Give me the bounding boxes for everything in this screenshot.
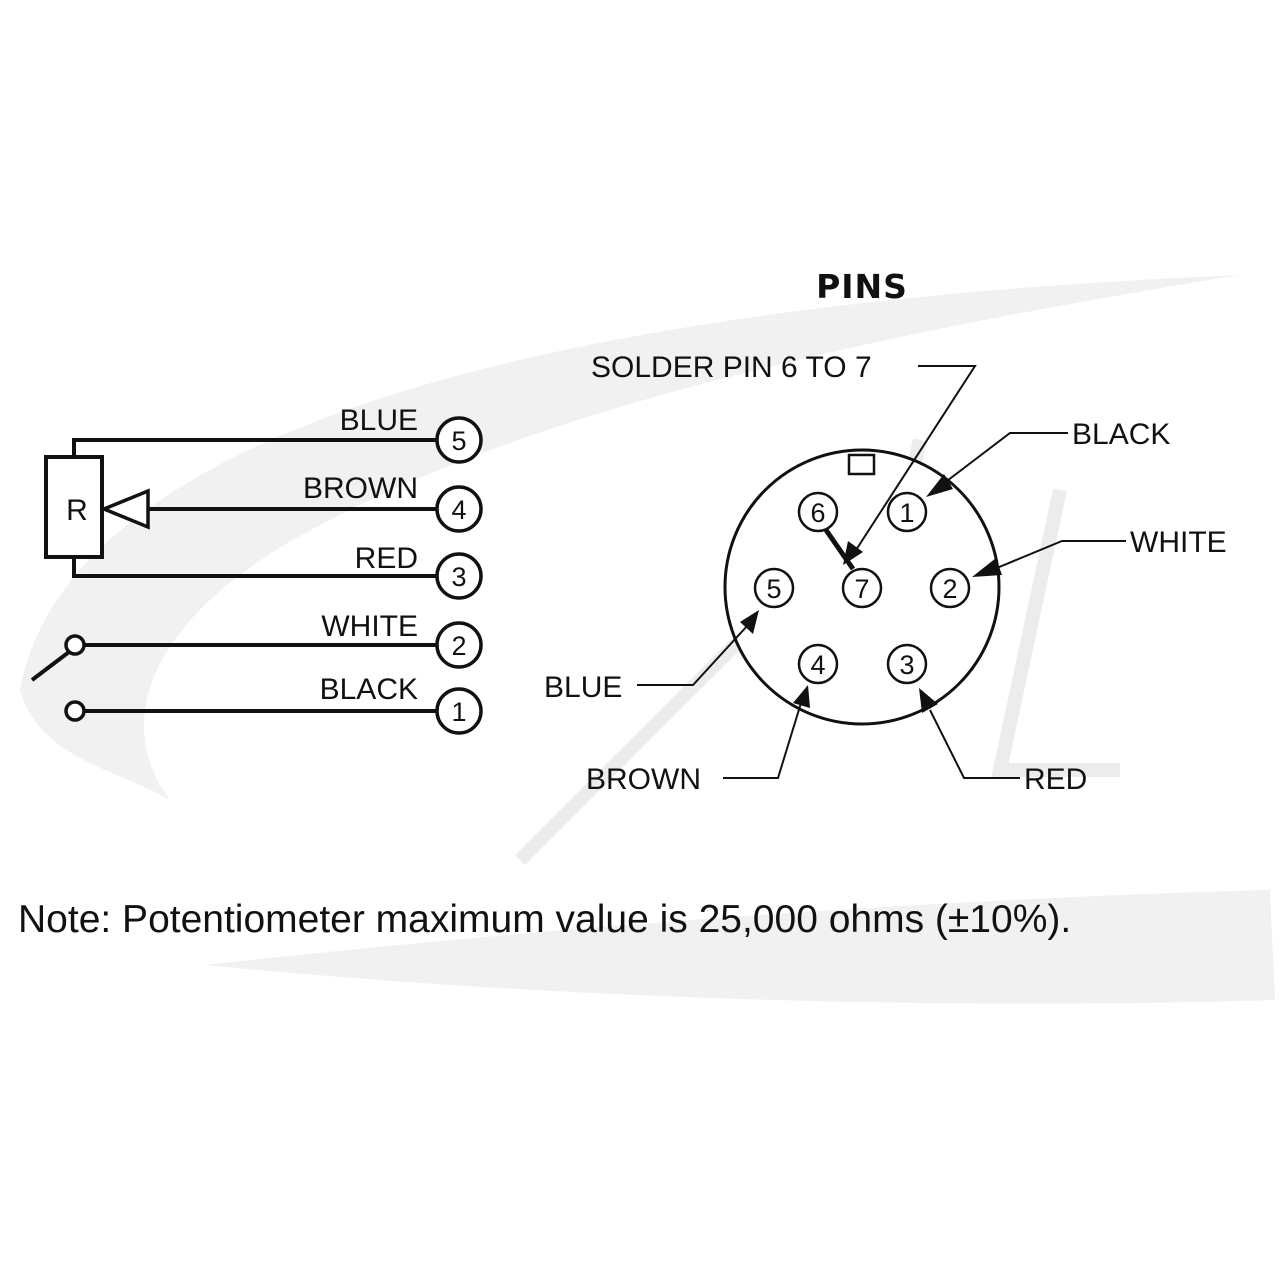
connector-key-notch bbox=[847, 453, 876, 476]
connector-pin-5 bbox=[753, 567, 795, 609]
terminal-number-5: 5 bbox=[451, 426, 466, 456]
connector-pin-3 bbox=[886, 643, 928, 685]
connector-label-blue: BLUE bbox=[544, 671, 622, 704]
switch-contact-upper bbox=[64, 634, 86, 656]
brown-arrow-icon bbox=[793, 685, 810, 708]
solder-note-arrow-icon bbox=[843, 541, 863, 565]
connector-pin-1 bbox=[886, 491, 928, 533]
blue-leader bbox=[637, 624, 749, 686]
connector-pin-number-1: 1 bbox=[899, 498, 914, 528]
connector-label-black: BLACK bbox=[1072, 418, 1170, 451]
connector-pin-number-6: 6 bbox=[810, 498, 825, 528]
connector-label-brown: BROWN bbox=[586, 763, 701, 796]
terminal-number-4: 4 bbox=[451, 495, 466, 525]
resistor-label: R bbox=[66, 494, 88, 527]
connector-pin-number-3: 3 bbox=[899, 650, 914, 680]
connector-pinout: PINS 6 1 5 7 2 4 3 SOLDER PIN 6 TO 7 BLA… bbox=[544, 267, 1227, 796]
red-arrow-icon bbox=[919, 688, 938, 713]
terminal-3 bbox=[435, 552, 483, 600]
terminal-2 bbox=[435, 621, 483, 669]
terminal-1 bbox=[435, 687, 483, 735]
wire-to-pin-3 bbox=[72, 557, 437, 578]
white-arrow-icon bbox=[972, 558, 1002, 577]
switch-lever bbox=[30, 650, 71, 682]
black-leader bbox=[938, 432, 1068, 488]
terminal-number-3: 3 bbox=[451, 562, 466, 592]
red-leader bbox=[929, 709, 1020, 779]
watermark-logo bbox=[20, 275, 1275, 1004]
connector-pin-4 bbox=[797, 643, 839, 685]
solder-bridge-6-7 bbox=[823, 528, 856, 571]
wire-label-white: WHITE bbox=[321, 610, 418, 643]
potentiometer-note: Note: Potentiometer maximum value is 25,… bbox=[18, 898, 1071, 941]
connector-pin-number-4: 4 bbox=[810, 650, 825, 680]
connector-pin-number-2: 2 bbox=[942, 574, 957, 604]
solder-note: SOLDER PIN 6 TO 7 bbox=[591, 351, 872, 384]
connector-label-red: RED bbox=[1024, 763, 1087, 796]
connector-pin-6 bbox=[797, 491, 839, 533]
pins-title: PINS bbox=[816, 267, 908, 306]
wire-label-red: RED bbox=[355, 542, 418, 575]
connector-pin-7 bbox=[841, 567, 883, 609]
blue-arrow-icon bbox=[740, 610, 759, 634]
connector-pin-2 bbox=[929, 567, 971, 609]
connector-pin-number-7: 7 bbox=[854, 574, 869, 604]
solder-note-leader bbox=[855, 365, 977, 551]
terminal-4 bbox=[435, 485, 483, 533]
wire-label-blue: BLUE bbox=[340, 404, 418, 437]
black-arrow-icon bbox=[926, 474, 953, 497]
wire-to-pin-5 bbox=[72, 438, 437, 457]
brown-leader bbox=[723, 702, 802, 779]
white-leader bbox=[991, 540, 1126, 571]
schematic: R BLUE 5 BROWN 4 RED 3 WHITE 2 BLACK 1 bbox=[30, 404, 483, 735]
terminal-number-1: 1 bbox=[451, 697, 466, 727]
wire-label-black: BLACK bbox=[320, 673, 418, 706]
switch-contact-lower bbox=[64, 700, 86, 722]
connector-pin-number-5: 5 bbox=[766, 574, 781, 604]
wire-label-brown: BROWN bbox=[303, 472, 418, 505]
terminal-5 bbox=[435, 416, 483, 464]
wiper-arrow-icon bbox=[99, 488, 150, 530]
connector-label-white: WHITE bbox=[1130, 526, 1227, 559]
terminal-number-2: 2 bbox=[451, 631, 466, 661]
